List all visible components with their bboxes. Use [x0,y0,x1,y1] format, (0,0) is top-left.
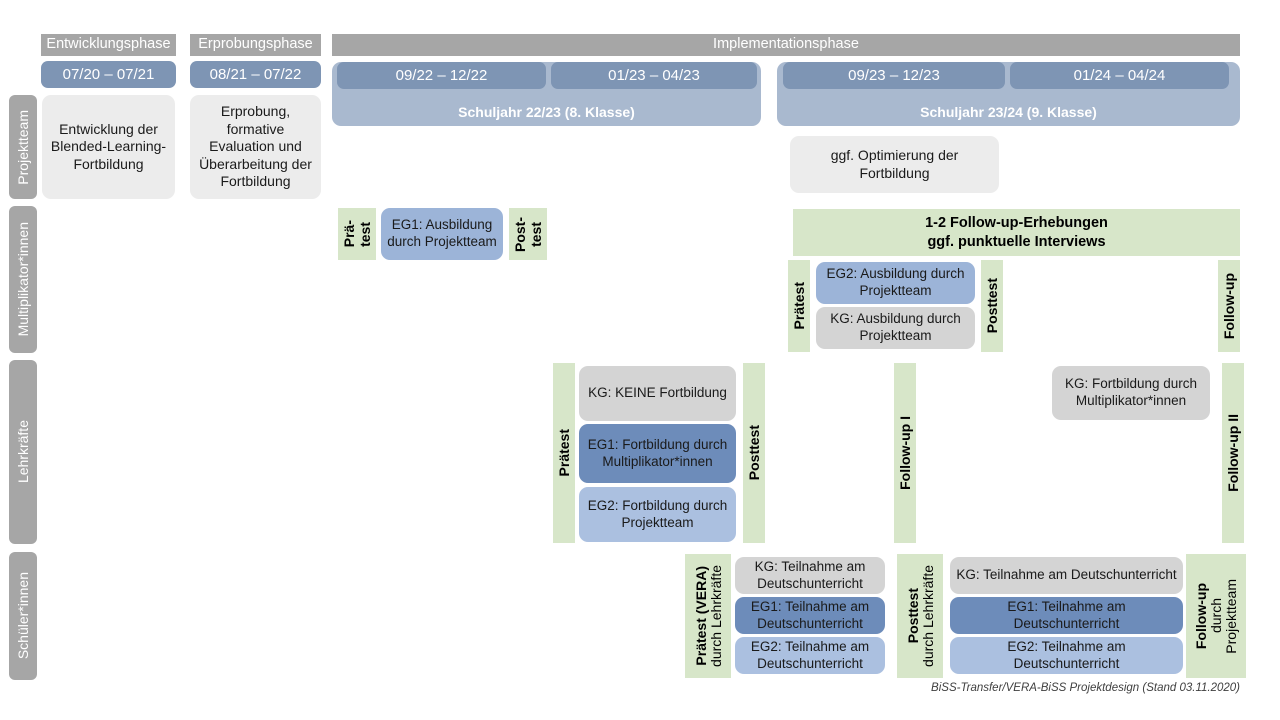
date-chip-0923-1223: 09/23 – 12/23 [783,62,1005,89]
followup-2-lehrkraefte: Follow-up II [1222,363,1244,543]
date-label: 01/23 – 04/23 [608,67,700,84]
card-eg2-teilnahme-deutschunterricht-2: EG2: Teilnahme am Deutschunterricht [950,637,1183,674]
followup-banner-line2: ggf. punktuelle Interviews [927,233,1106,250]
card-kg-keine-fortbildung: KG: KEINE Fortbildung [579,366,736,421]
followup-sub-durch: durch [1208,598,1224,634]
date-chip-0123-0423: 01/23 – 04/23 [551,62,757,89]
card-eg2-ausbildung-projektteam: EG2: Ausbildung durch Projektteam [816,262,975,304]
date-chip-0720-0721: 07/20 – 07/21 [41,61,176,88]
praetest-vera-schueler: Prätest (VERA) durch Lehrkräfte [685,554,731,678]
row-label-multiplikatorinnen: Multiplikator*innen [9,206,37,353]
followup-sub-projektteam: Projektteam [1223,578,1239,654]
date-label: 08/21 – 07/22 [209,66,302,83]
followup-bold: Follow-up [1193,582,1209,650]
card-eg1-teilnahme-deutschunterricht-2: EG1: Teilnahme am Deutschunterricht [950,597,1183,634]
card-erprobung-evaluation: Erprobung, formative Evaluation und Über… [190,95,321,199]
date-label: 01/24 – 04/24 [1073,67,1166,84]
date-chip-0821-0722: 08/21 – 07/22 [190,61,321,88]
phase-label: Erprobungsphase [198,36,313,53]
card-kg-ausbildung-projektteam: KG: Ausbildung durch Projektteam [816,307,975,349]
card-entwicklung-fortbildung: Entwicklung der Blended-Learning-Fortbil… [42,95,175,199]
phase-bar-entwicklungsphase: Entwicklungsphase [41,34,176,56]
phase-label: Entwicklungsphase [46,36,171,53]
date-chip-0124-0424: 01/24 – 04/24 [1010,62,1229,89]
praetest-multiplikatoren-1: Prä- test [338,208,376,260]
followup-1-lehrkraefte: Follow-up I [894,363,916,543]
card-kg-teilnahme-deutschunterricht-1: KG: Teilnahme am Deutschunterricht [735,557,885,594]
phase-bar-erprobungsphase: Erprobungsphase [190,34,321,56]
school-year-label: Schuljahr 23/24 (9. Klasse) [920,104,1097,120]
date-label: 09/23 – 12/23 [848,67,940,84]
praetest-line1: Prä- [341,220,357,248]
phase-bar-implementationsphase: Implementationsphase [332,34,1240,56]
posttest-schueler: Posttest durch Lehrkräfte [897,554,943,678]
card-eg2-teilnahme-deutschunterricht-1: EG2: Teilnahme am Deutschunterricht [735,637,885,674]
card-eg1-ausbildung-projektteam: EG1: Ausbildung durch Projektteam [381,208,503,260]
praetest-vera-sub: durch Lehrkräfte [707,565,724,667]
card-eg1-fortbildung-multiplikatoren: EG1: Fortbildung durch Multiplikator*inn… [579,424,736,483]
followup-schueler: Follow-up durch Projektteam [1186,554,1246,678]
card-eg2-fortbildung-projektteam: EG2: Fortbildung durch Projektteam [579,487,736,542]
footer-credit: BiSS-Transfer/VERA-BiSS Projektdesign (S… [931,682,1240,694]
posttest-line2: test [528,221,544,247]
posttest-multiplikatoren-1: Post- test [509,208,547,260]
posttest-sub: durch Lehrkräfte [919,565,936,667]
row-label-projektteam: Projektteam [9,95,37,199]
followup-multiplikatoren: Follow-up [1218,260,1240,352]
posttest-lehrkraefte: Posttest [743,363,765,543]
followup-erhebungen-banner: 1-2 Follow-up-Erhebungen ggf. punktuelle… [793,209,1240,256]
school-year-label: Schuljahr 22/23 (8. Klasse) [458,104,635,120]
posttest-line1: Post- [512,216,528,252]
date-label: 07/20 – 07/21 [62,66,155,83]
posttest-bold: Posttest [904,588,921,644]
praetest-line2: test [357,221,373,247]
date-label: 09/22 – 12/22 [395,67,488,84]
posttest-multiplikatoren-2: Posttest [981,260,1003,352]
card-kg-teilnahme-deutschunterricht-2: KG: Teilnahme am Deutschunterricht [950,557,1183,594]
card-kg-fortbildung-multiplikatoren: KG: Fortbildung durch Multiplikator*inne… [1052,366,1210,420]
card-eg1-teilnahme-deutschunterricht-1: EG1: Teilnahme am Deutschunterricht [735,597,885,634]
praetest-multiplikatoren-2: Prätest [788,260,810,352]
praetest-lehrkraefte: Prätest [553,363,575,543]
praetest-vera-bold: Prätest (VERA) [692,566,709,666]
followup-banner-line1: 1-2 Follow-up-Erhebungen [925,214,1108,231]
phase-label: Implementationsphase [713,36,859,53]
row-label-lehrkraefte: Lehrkräfte [9,360,37,544]
card-optimierung-fortbildung: ggf. Optimierung der Fortbildung [790,136,999,193]
row-label-schuelerinnen: Schüler*innen [9,552,37,680]
date-chip-0922-1222: 09/22 – 12/22 [337,62,546,89]
